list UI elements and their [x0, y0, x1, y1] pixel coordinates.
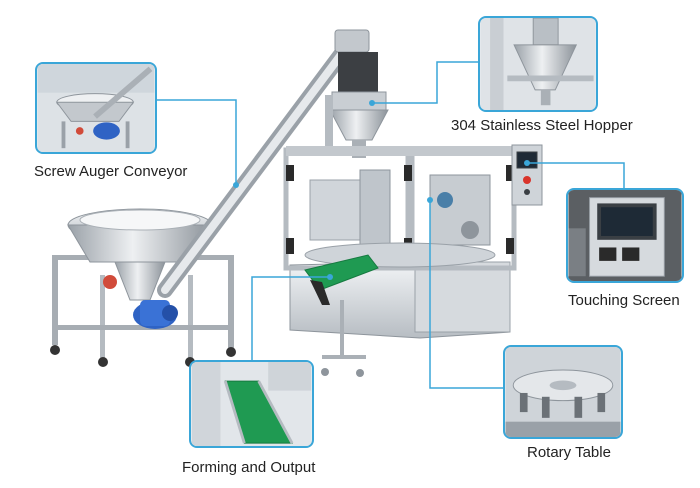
label-touch-screen: Touching Screen [568, 292, 680, 309]
inset-rotary-table [503, 345, 623, 439]
leader-dot-hopper [369, 100, 375, 106]
leader-screw-auger [130, 99, 237, 185]
label-forming-output: Forming and Output [182, 459, 316, 476]
inset-screw-auger [35, 62, 157, 154]
leader-dot-rotary-table [427, 197, 433, 203]
leader-forming-output [251, 276, 330, 360]
control-panel [511, 144, 543, 206]
forming-output-photo [191, 362, 312, 446]
inset-forming-output [189, 360, 314, 448]
rotary-packing-machine-body [283, 146, 517, 339]
auger-filler-head [325, 52, 389, 158]
touch-screen-photo [568, 190, 682, 281]
output-conveyor [304, 254, 379, 377]
rotary-table-photo [505, 347, 621, 437]
auger-motor-icon [133, 300, 178, 329]
screw-auger-photo [37, 64, 155, 152]
label-rotary-table: Rotary Table [527, 444, 611, 461]
screw-conveyor-tube [157, 29, 370, 298]
leader-dot-screw-auger [233, 182, 239, 188]
leader-dot-touch-screen [524, 160, 530, 166]
inset-touch-screen [566, 188, 684, 283]
hopper-photo [480, 18, 596, 110]
inset-hopper [478, 16, 598, 112]
leader-hopper [372, 61, 478, 104]
callout-lines [130, 61, 625, 389]
leader-rotary-table [429, 200, 503, 389]
label-hopper: 304 Stainless Steel Hopper [451, 117, 633, 134]
label-screw-auger: Screw Auger Conveyor [34, 163, 188, 180]
leader-touch-screen [527, 162, 625, 188]
leader-dot-forming-output [327, 274, 333, 280]
